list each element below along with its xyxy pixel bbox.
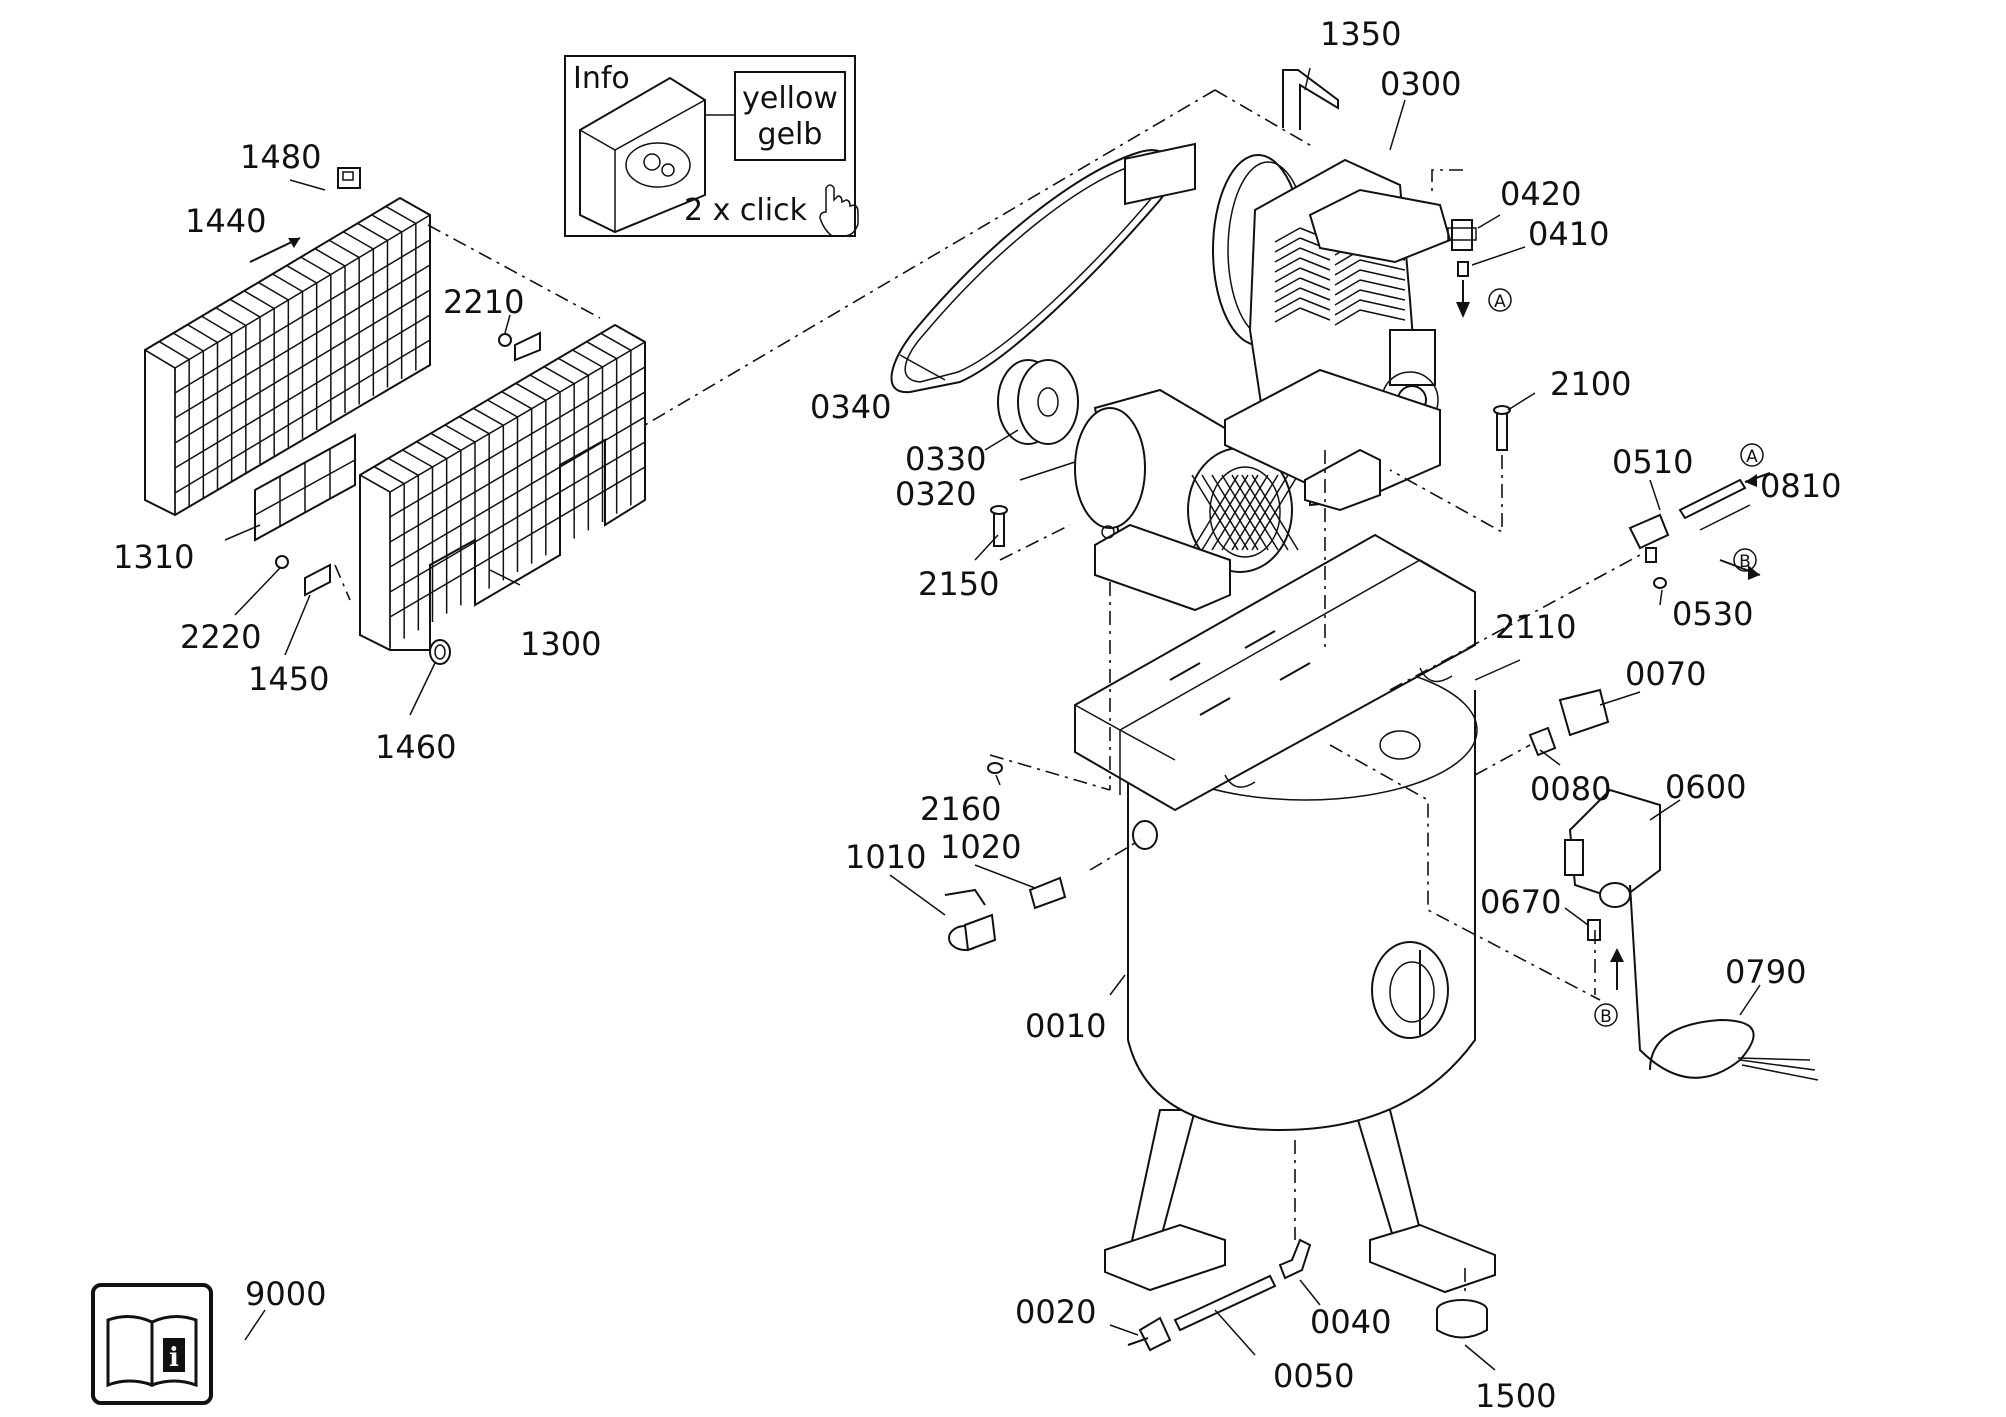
leader-lines bbox=[224, 67, 1761, 1371]
label-0420[interactable]: 0420 bbox=[1500, 175, 1581, 213]
grommet-1460 bbox=[429, 639, 451, 665]
label-0530[interactable]: 0530 bbox=[1672, 595, 1753, 633]
label-2110[interactable]: 2110 bbox=[1495, 608, 1576, 646]
ball-valve-1010 bbox=[944, 888, 997, 952]
marker-a-top: A bbox=[1494, 292, 1506, 312]
info-box-illustration bbox=[579, 76, 706, 234]
info-box-frame bbox=[564, 55, 856, 237]
direction-arrow bbox=[249, 237, 301, 263]
grille-panel-1310 bbox=[254, 433, 356, 542]
clip-1480 bbox=[337, 167, 361, 189]
marker-a-right: A bbox=[1746, 447, 1758, 467]
info-box[interactable]: Info yellow gelb 2 x click bbox=[564, 55, 859, 237]
belt-guard-front-grille bbox=[359, 323, 646, 651]
power-cable-0790 bbox=[1629, 884, 1819, 1081]
nut-2160 bbox=[987, 762, 1003, 774]
label-2150[interactable]: 2150 bbox=[918, 565, 999, 603]
bolt-2150 bbox=[990, 505, 1008, 547]
electric-motor-0320 bbox=[1074, 142, 1299, 612]
assembly-lines bbox=[334, 89, 1641, 1295]
connection-arrows bbox=[1610, 472, 1771, 990]
callout-labels: 1350 0300 0420 0410 2100 0340 0330 0320 … bbox=[113, 15, 1841, 1415]
label-1460[interactable]: 1460 bbox=[375, 728, 456, 766]
label-1310[interactable]: 1310 bbox=[113, 538, 194, 576]
label-0600[interactable]: 0600 bbox=[1665, 768, 1746, 806]
fitting-0670 bbox=[1587, 919, 1601, 941]
air-tank-0010 bbox=[1104, 659, 1496, 1294]
bolt-2100 bbox=[1493, 405, 1511, 451]
elbow-0040 bbox=[1278, 1238, 1312, 1280]
label-0080[interactable]: 0080 bbox=[1530, 770, 1611, 808]
label-0020[interactable]: 0020 bbox=[1015, 1293, 1096, 1331]
marker-b-bottom: B bbox=[1600, 1007, 1612, 1027]
label-1500[interactable]: 1500 bbox=[1475, 1377, 1556, 1415]
label-1300[interactable]: 1300 bbox=[520, 625, 601, 663]
label-0340[interactable]: 0340 bbox=[810, 388, 891, 426]
label-0070[interactable]: 0070 bbox=[1625, 655, 1706, 693]
nipple-1020 bbox=[1028, 876, 1067, 910]
drain-pipe-0050 bbox=[1173, 1274, 1277, 1332]
compressor-pump-0300 bbox=[1212, 154, 1452, 512]
mounting-plate bbox=[1074, 533, 1476, 812]
label-1020[interactable]: 1020 bbox=[940, 828, 1021, 866]
label-0330[interactable]: 0330 bbox=[905, 440, 986, 478]
svg-text:i: i bbox=[169, 1343, 179, 1373]
label-1440[interactable]: 1440 bbox=[185, 202, 266, 240]
fitting-0080 bbox=[1528, 726, 1557, 757]
pipe-0810 bbox=[1678, 478, 1747, 520]
color-swatch-box bbox=[734, 71, 846, 161]
label-0040[interactable]: 0040 bbox=[1310, 1303, 1391, 1341]
label-0510[interactable]: 0510 bbox=[1612, 443, 1693, 481]
label-0790[interactable]: 0790 bbox=[1725, 953, 1806, 991]
hand-pointer-icon bbox=[819, 184, 859, 237]
info-title: Info bbox=[573, 61, 630, 96]
bracket-1350 bbox=[1282, 69, 1339, 130]
label-2100[interactable]: 2100 bbox=[1550, 365, 1631, 403]
label-9000[interactable]: 9000 bbox=[245, 1275, 326, 1313]
label-1450[interactable]: 1450 bbox=[248, 660, 329, 698]
label-1010[interactable]: 1010 bbox=[845, 838, 926, 876]
fitting-0420 bbox=[1447, 219, 1477, 251]
label-2160[interactable]: 2160 bbox=[920, 790, 1001, 828]
pipe-0410 bbox=[1456, 261, 1470, 318]
label-0810[interactable]: 0810 bbox=[1760, 467, 1841, 505]
label-0010[interactable]: 0010 bbox=[1025, 1007, 1106, 1045]
info-hint: 2 x click bbox=[684, 193, 808, 228]
motor-pulley-0330 bbox=[997, 359, 1079, 445]
bracket-0070 bbox=[1558, 688, 1610, 737]
elbow-fitting-0510 bbox=[1628, 513, 1670, 563]
screw-2220 bbox=[275, 555, 289, 569]
label-0410[interactable]: 0410 bbox=[1528, 215, 1609, 253]
label-1350[interactable]: 1350 bbox=[1320, 15, 1401, 53]
marker-b-right: B bbox=[1739, 552, 1751, 572]
label-2220[interactable]: 2220 bbox=[180, 618, 261, 656]
label-0320[interactable]: 0320 bbox=[895, 475, 976, 513]
nut-0530 bbox=[1653, 577, 1667, 589]
label-0050[interactable]: 0050 bbox=[1273, 1357, 1354, 1395]
rubber-foot-1500 bbox=[1436, 1299, 1488, 1339]
connection-markers: A A B B bbox=[1488, 288, 1764, 1027]
info-color-de: gelb bbox=[758, 117, 823, 152]
label-0300[interactable]: 0300 bbox=[1380, 65, 1461, 103]
manual-book-icon[interactable]: i bbox=[91, 1283, 213, 1405]
info-color-en: yellow bbox=[742, 81, 838, 116]
pressure-switch-0600 bbox=[1564, 788, 1661, 908]
screw-2210 bbox=[498, 331, 541, 362]
label-0670[interactable]: 0670 bbox=[1480, 883, 1561, 921]
label-1480[interactable]: 1480 bbox=[240, 138, 321, 176]
belt-guard-back-grille bbox=[144, 196, 431, 517]
bracket-1450 bbox=[304, 563, 331, 597]
label-2210[interactable]: 2210 bbox=[443, 283, 524, 321]
drain-valve-0020 bbox=[1127, 1316, 1172, 1352]
